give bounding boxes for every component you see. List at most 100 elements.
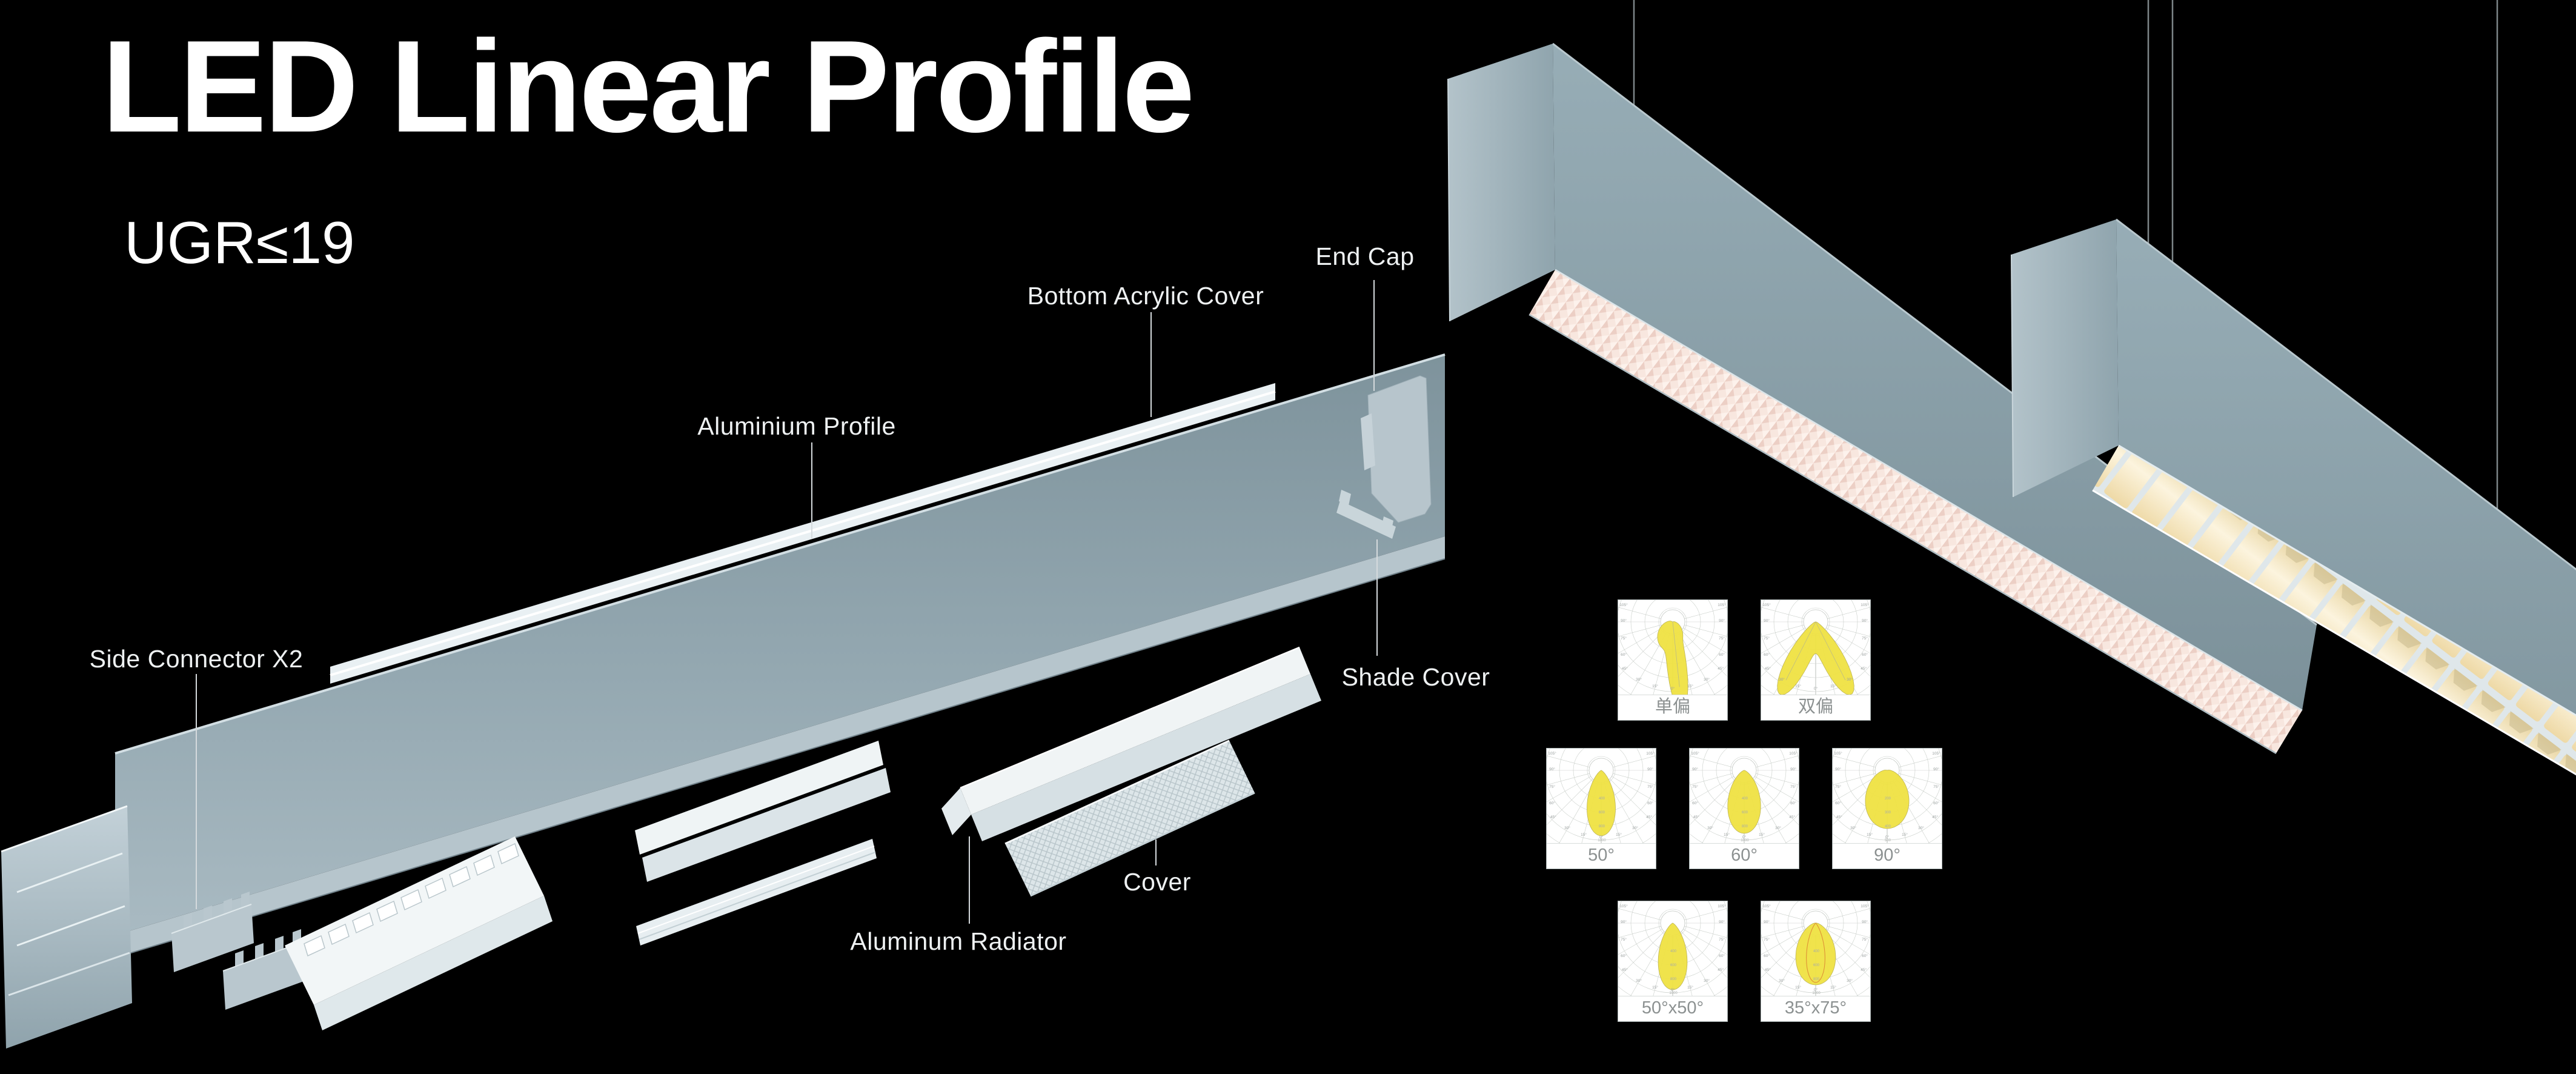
profile-bottom-edge xyxy=(115,558,1446,958)
svg-text:75°: 75° xyxy=(1764,636,1770,641)
svg-text:800: 800 xyxy=(1599,825,1605,829)
photometric-chart-caption: 35°x75° xyxy=(1761,996,1870,1021)
svg-text:30°: 30° xyxy=(1847,677,1853,682)
svg-text:1000: 1000 xyxy=(1741,839,1749,842)
profile-top-highlight xyxy=(115,353,1446,755)
end-cap-part xyxy=(1367,375,1432,523)
svg-text:60°: 60° xyxy=(1835,801,1841,806)
luminaire1-end-cap xyxy=(1448,44,1555,321)
aluminum-radiator-part xyxy=(941,646,1321,841)
svg-text:600: 600 xyxy=(1813,964,1820,967)
svg-text:60°: 60° xyxy=(1621,953,1627,958)
svg-text:1000: 1000 xyxy=(1598,839,1606,842)
svg-text:90°: 90° xyxy=(1862,919,1868,924)
luminaire2-end-cap xyxy=(2011,219,2119,497)
svg-text:15°: 15° xyxy=(1830,985,1836,990)
svg-text:105°: 105° xyxy=(1619,904,1628,909)
svg-text:800: 800 xyxy=(1813,978,1820,981)
svg-text:45°: 45° xyxy=(1836,815,1842,819)
svg-text:105°: 105° xyxy=(1932,751,1940,756)
svg-text:105°: 105° xyxy=(1691,751,1699,756)
svg-text:45°: 45° xyxy=(1861,967,1867,972)
svg-text:30°: 30° xyxy=(1779,677,1785,682)
svg-text:600: 600 xyxy=(1670,964,1677,967)
svg-text:75°: 75° xyxy=(1719,937,1725,942)
svg-text:105°: 105° xyxy=(1861,602,1869,607)
acrylic-highlight xyxy=(330,390,1276,676)
svg-text:0°: 0° xyxy=(1671,987,1675,992)
svg-text:30°: 30° xyxy=(1632,826,1638,830)
photometric-chart-caption: 50° xyxy=(1547,843,1656,868)
svg-text:30°: 30° xyxy=(1775,826,1781,830)
svg-text:0°: 0° xyxy=(1814,987,1818,992)
svg-text:400: 400 xyxy=(1742,797,1748,801)
svg-text:400: 400 xyxy=(1670,950,1677,953)
svg-text:0°: 0° xyxy=(1742,835,1747,839)
svg-text:45°: 45° xyxy=(1861,666,1867,671)
svg-text:105°: 105° xyxy=(1861,904,1869,909)
label-cover: Cover xyxy=(1123,868,1191,896)
svg-text:30°: 30° xyxy=(1636,677,1642,682)
svg-text:45°: 45° xyxy=(1646,815,1652,819)
label-shade-cover: Shade Cover xyxy=(1341,663,1490,691)
svg-text:30°: 30° xyxy=(1707,826,1713,830)
svg-text:105°: 105° xyxy=(1789,751,1798,756)
svg-text:45°: 45° xyxy=(1622,666,1628,671)
photometric-chart-caption: 90° xyxy=(1833,843,1942,868)
svg-text:105°: 105° xyxy=(1718,904,1726,909)
photometric-chart-caption: 单偏 xyxy=(1618,695,1727,719)
svg-text:15°: 15° xyxy=(1795,985,1801,990)
svg-text:90°: 90° xyxy=(1549,767,1555,772)
svg-text:75°: 75° xyxy=(1835,784,1841,789)
svg-text:90°: 90° xyxy=(1621,919,1627,924)
luminaire1-body xyxy=(1553,44,2317,710)
svg-text:75°: 75° xyxy=(1862,937,1868,942)
louver-module xyxy=(285,836,553,1030)
svg-text:600: 600 xyxy=(1599,811,1605,815)
photometric-chart-caption: 50°x50° xyxy=(1618,996,1727,1021)
svg-text:45°: 45° xyxy=(1693,815,1699,819)
svg-text:90°: 90° xyxy=(1790,767,1796,772)
svg-text:75°: 75° xyxy=(1790,784,1796,789)
aluminium-profile-part xyxy=(115,355,1445,935)
luminaire-renders xyxy=(1447,0,2576,776)
svg-text:45°: 45° xyxy=(1765,967,1771,972)
svg-text:800: 800 xyxy=(1742,825,1748,829)
cover-part xyxy=(1004,739,1255,897)
svg-text:30°: 30° xyxy=(1779,978,1785,983)
svg-text:105°: 105° xyxy=(1762,904,1771,909)
svg-text:1000: 1000 xyxy=(1812,992,1821,995)
svg-text:15°: 15° xyxy=(1830,684,1836,689)
svg-text:45°: 45° xyxy=(1789,815,1795,819)
svg-text:60°: 60° xyxy=(1549,801,1555,806)
svg-text:1000: 1000 xyxy=(1669,992,1678,995)
svg-text:45°: 45° xyxy=(1718,967,1724,972)
label-aluminum-radiator: Aluminum Radiator xyxy=(850,927,1067,955)
svg-text:30°: 30° xyxy=(1564,826,1570,830)
svg-text:45°: 45° xyxy=(1932,815,1938,819)
luminaire1-diffuser xyxy=(1529,270,2302,753)
svg-text:60°: 60° xyxy=(1862,652,1868,657)
svg-text:400: 400 xyxy=(1599,797,1605,801)
svg-text:0°: 0° xyxy=(1885,835,1890,839)
page-title: LED Linear Profile xyxy=(102,13,1195,159)
svg-text:30°: 30° xyxy=(1704,978,1710,983)
svg-text:60°: 60° xyxy=(1764,953,1770,958)
profile-cross-section xyxy=(1,805,132,1049)
label-aluminium-profile: Aluminium Profile xyxy=(697,412,896,440)
svg-text:105°: 105° xyxy=(1646,751,1655,756)
label-bottom-acrylic-cover: Bottom Acrylic Cover xyxy=(1027,282,1264,310)
svg-text:60°: 60° xyxy=(1719,652,1725,657)
clip-strip-upper xyxy=(635,741,883,855)
svg-text:75°: 75° xyxy=(1862,636,1868,641)
svg-text:75°: 75° xyxy=(1692,784,1698,789)
svg-text:45°: 45° xyxy=(1718,666,1724,671)
svg-text:75°: 75° xyxy=(1764,937,1770,942)
photometric-chart-2: 105°105°90°90°75°75°60°60°45°45°30°30°15… xyxy=(1761,599,1871,721)
svg-text:45°: 45° xyxy=(1765,666,1771,671)
svg-text:60°: 60° xyxy=(1764,652,1770,657)
